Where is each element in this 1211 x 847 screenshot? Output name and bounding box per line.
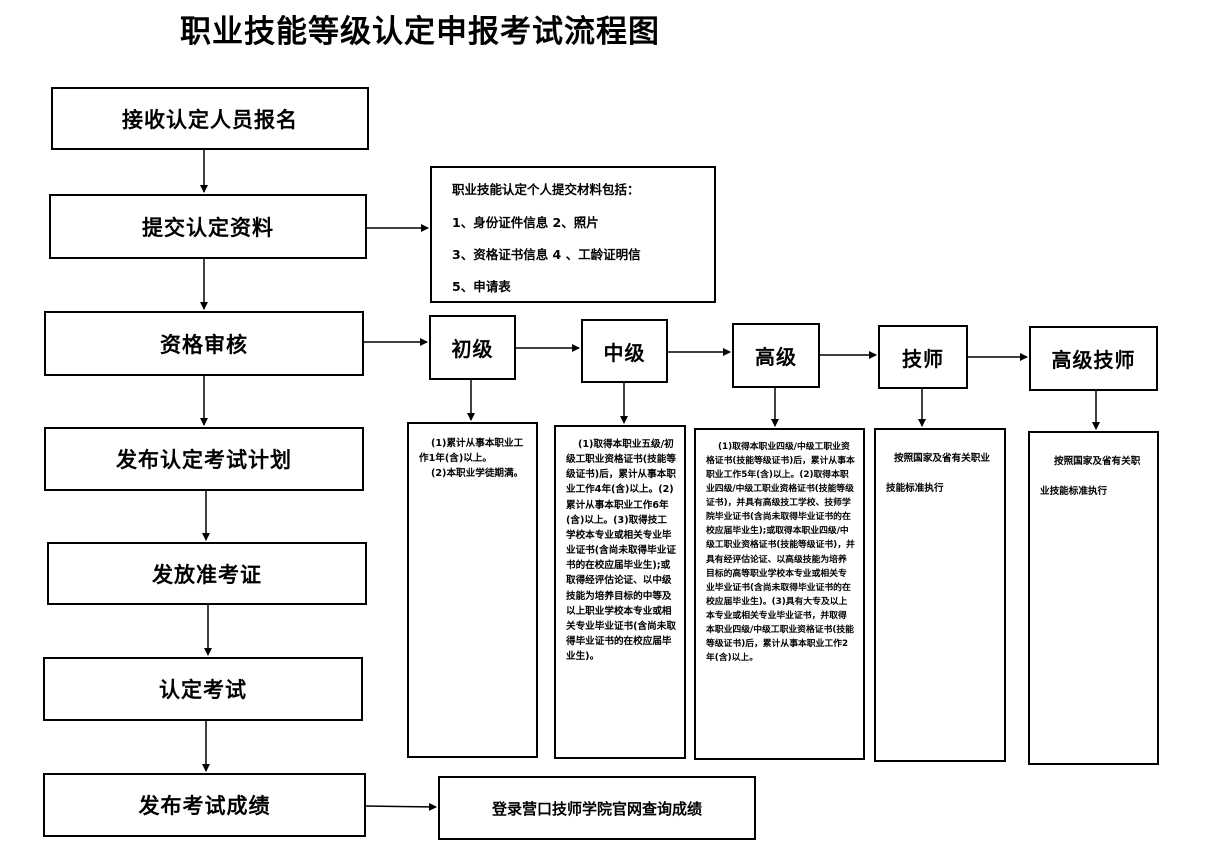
- step-label: 资格审核: [160, 331, 248, 357]
- requirements-senior-technician: 按照国家及省有关职业技能标准执行: [1028, 431, 1159, 765]
- requirement-text: (1)累计从事本职业工作1年(含)以上。: [419, 438, 524, 465]
- step-publish-results: 发布考试成绩: [43, 773, 366, 837]
- level-label: 技师: [902, 346, 944, 371]
- step-qualification-review: 资格审核: [44, 311, 364, 376]
- requirement-text: (2)本职业学徒期满。: [431, 468, 524, 480]
- step-issue-admission-ticket: 发放准考证: [47, 542, 367, 605]
- level-senior-technician: 高级技师: [1029, 326, 1158, 391]
- diagram-title: 职业技能等级认定申报考试流程图: [180, 14, 660, 50]
- requirements-technician: 按照国家及省有关职业技能标准执行: [874, 428, 1006, 762]
- level-label: 高级: [755, 345, 797, 369]
- materials-box: 职业技能认定个人提交材料包括： 1、身份证件信息 2、照片 3、资格证书信息 4…: [430, 166, 716, 303]
- level-senior: 高级: [732, 323, 820, 388]
- requirement-text: 按照国家及省有关职业技能标准执行: [1040, 456, 1141, 497]
- level-technician: 技师: [878, 325, 968, 389]
- level-label: 高级技师: [1051, 348, 1136, 372]
- step-label: 接收认定人员报名: [122, 106, 298, 132]
- result-query-box: 登录营口技师学院官网查询成绩: [438, 776, 756, 840]
- step-submit-materials: 提交认定资料: [49, 194, 367, 259]
- requirements-intermediate: (1)取得本职业五级/初级工职业资格证书(技能等级证书)后，累计从事本职业工作4…: [554, 425, 686, 759]
- step-label: 提交认定资料: [142, 214, 274, 240]
- result-query-label: 登录营口技师学院官网查询成绩: [491, 799, 702, 818]
- step-label: 发布认定考试计划: [116, 447, 292, 472]
- requirement-text: 按照国家及省有关职业技能标准执行: [886, 453, 990, 494]
- level-label: 初级: [451, 337, 494, 361]
- step-receive-registration: 接收认定人员报名: [51, 87, 369, 150]
- requirement-text: (1)取得本职业五级/初级工职业资格证书(技能等级证书)后，累计从事本职业工作4…: [566, 439, 676, 663]
- materials-heading: 职业技能认定个人提交材料包括：: [452, 182, 640, 197]
- materials-line: 5、申请表: [452, 279, 511, 294]
- step-label: 发放准考证: [152, 561, 262, 587]
- arrow-to-result: [365, 802, 437, 811]
- requirements-junior: (1)累计从事本职业工作1年(含)以上。 (2)本职业学徒期满。: [407, 422, 538, 758]
- step-publish-exam-plan: 发布认定考试计划: [44, 427, 364, 491]
- requirements-senior: (1)取得本职业四级/中级工职业资格证书(技能等级证书)后，累计从事本职业工作5…: [694, 428, 865, 760]
- step-label: 认定考试: [159, 677, 247, 702]
- step-label: 发布考试成绩: [138, 793, 271, 818]
- requirement-text: (1)取得本职业四级/中级工职业资格证书(技能等级证书)后，累计从事本职业工作5…: [706, 442, 855, 663]
- level-label: 中级: [603, 340, 646, 365]
- level-junior: 初级: [429, 315, 516, 380]
- level-intermediate: 中级: [581, 319, 668, 383]
- materials-line: 1、身份证件信息 2、照片: [452, 215, 599, 230]
- materials-line: 3、资格证书信息 4 、工龄证明信: [452, 247, 641, 262]
- step-certification-exam: 认定考试: [43, 657, 363, 721]
